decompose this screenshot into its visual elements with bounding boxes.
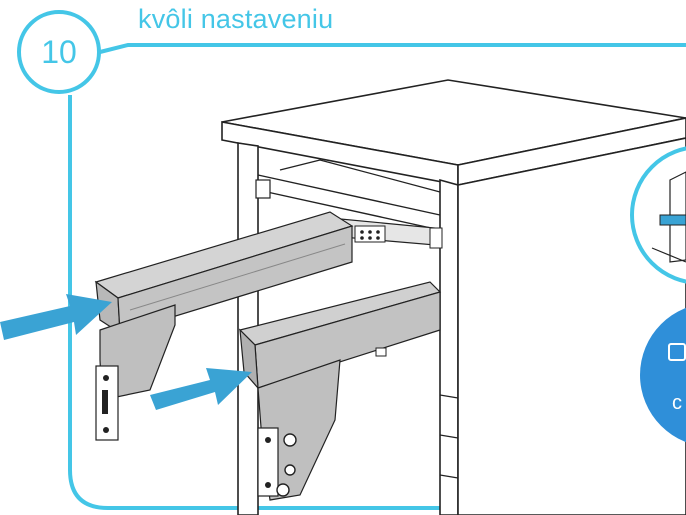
push-arrow-icon — [0, 294, 112, 340]
cabinet-right-side — [457, 137, 686, 515]
upper-drawer-bracket — [99, 304, 176, 401]
cabinet-top-edge-side — [457, 117, 686, 186]
push-arrow-icon — [150, 368, 252, 410]
step-number: 10 — [41, 33, 77, 70]
upper-drawer-front — [117, 225, 353, 334]
info-callout-icon — [640, 307, 686, 443]
cabinet-front-post — [439, 178, 459, 515]
step-frame-top — [99, 43, 686, 54]
step-number-badge: 10 — [17, 10, 101, 94]
callout-text: c — [672, 392, 682, 414]
zoom-callout-icon — [630, 146, 686, 284]
step-title: kvôli nastaveniu — [138, 4, 334, 34]
